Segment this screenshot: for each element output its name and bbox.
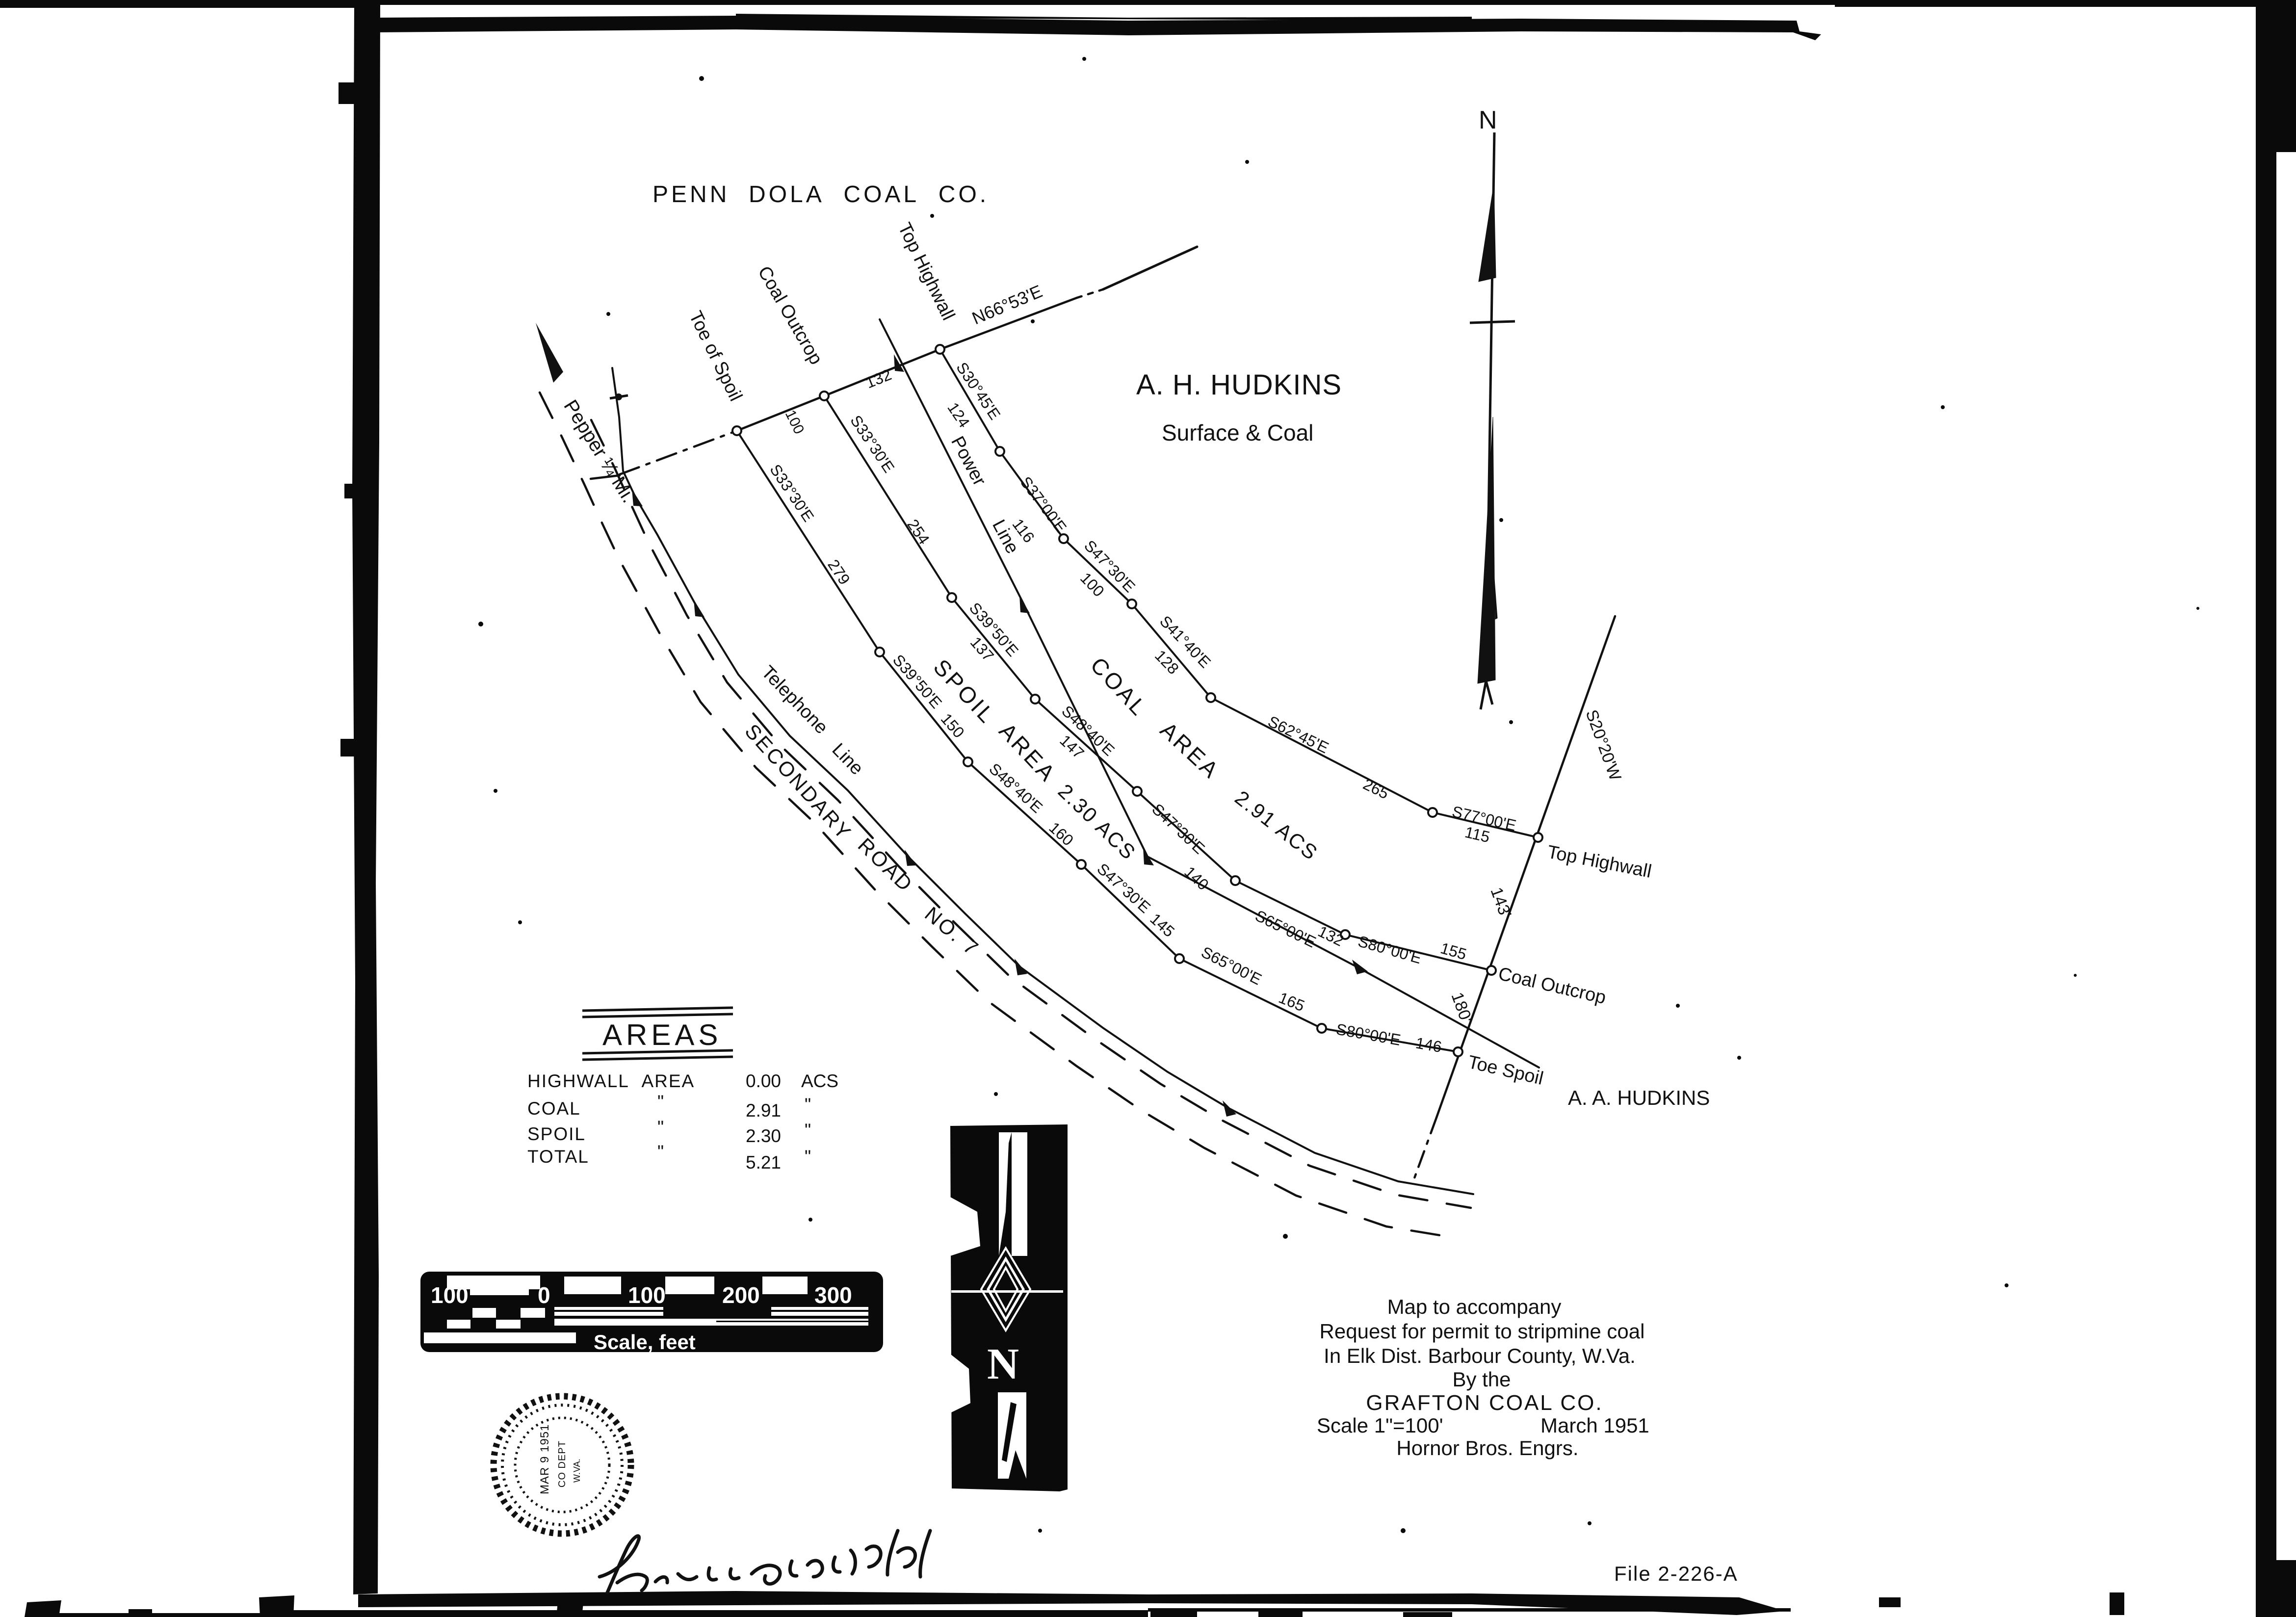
svg-text:100: 100 <box>628 1282 666 1308</box>
svg-text:HIGHWALL AREA: HIGHWALL AREA <box>527 1071 695 1091</box>
svg-text:": " <box>657 1142 664 1162</box>
svg-text:AREAS: AREAS <box>602 1018 722 1051</box>
svg-text:5.21: 5.21 <box>746 1152 781 1173</box>
svg-text:ACS: ACS <box>801 1071 838 1091</box>
svg-text:CO DEPT: CO DEPT <box>557 1440 568 1487</box>
svg-text:": " <box>657 1117 664 1137</box>
svg-text:2.91: 2.91 <box>746 1100 781 1121</box>
svg-text:A. A. HUDKINS: A. A. HUDKINS <box>1568 1086 1710 1109</box>
svg-text:TOTAL: TOTAL <box>527 1147 589 1167</box>
svg-text:File 2-226-A: File 2-226-A <box>1614 1562 1738 1585</box>
svg-text:Request for permit to stripmin: Request for permit to stripmine coal <box>1320 1320 1645 1343</box>
svg-text:": " <box>805 1147 811 1167</box>
svg-text:By the: By the <box>1452 1368 1511 1391</box>
svg-text:GRAFTON COAL CO.: GRAFTON COAL CO. <box>1366 1391 1603 1415</box>
svg-text:COAL: COAL <box>527 1098 581 1119</box>
svg-text:N: N <box>987 1340 1019 1388</box>
svg-text:": " <box>805 1095 811 1115</box>
svg-text:Scale, feet: Scale, feet <box>594 1330 696 1354</box>
svg-text:Hornor Bros. Engrs.: Hornor Bros. Engrs. <box>1396 1436 1578 1460</box>
svg-text:": " <box>657 1092 664 1112</box>
svg-text:0.00: 0.00 <box>746 1071 781 1091</box>
svg-text:March 1951: March 1951 <box>1540 1414 1649 1437</box>
svg-text:A. H. HUDKINS: A. H. HUDKINS <box>1136 369 1342 401</box>
svg-text:N: N <box>1479 106 1497 134</box>
svg-text:200: 200 <box>722 1282 760 1308</box>
svg-text:300: 300 <box>814 1282 852 1308</box>
svg-text:": " <box>805 1120 811 1140</box>
svg-text:In Elk Dist. Barbour County,: In Elk Dist. Barbour County, W.Va. <box>1324 1344 1636 1367</box>
svg-text:Scale 1"=100': Scale 1"=100' <box>1317 1414 1443 1437</box>
svg-text:Map to accompany: Map to accompany <box>1387 1295 1562 1318</box>
svg-text:MAR 9 1951: MAR 9 1951 <box>538 1424 551 1494</box>
svg-text:PENN DOLA COAL CO.: PENN DOLA COAL CO. <box>652 182 989 208</box>
svg-text:2.30: 2.30 <box>746 1126 781 1146</box>
svg-text:Surface & Coal: Surface & Coal <box>1162 420 1313 445</box>
svg-text:W.VA.: W.VA. <box>572 1459 582 1483</box>
svg-text:SPOIL: SPOIL <box>527 1124 586 1144</box>
